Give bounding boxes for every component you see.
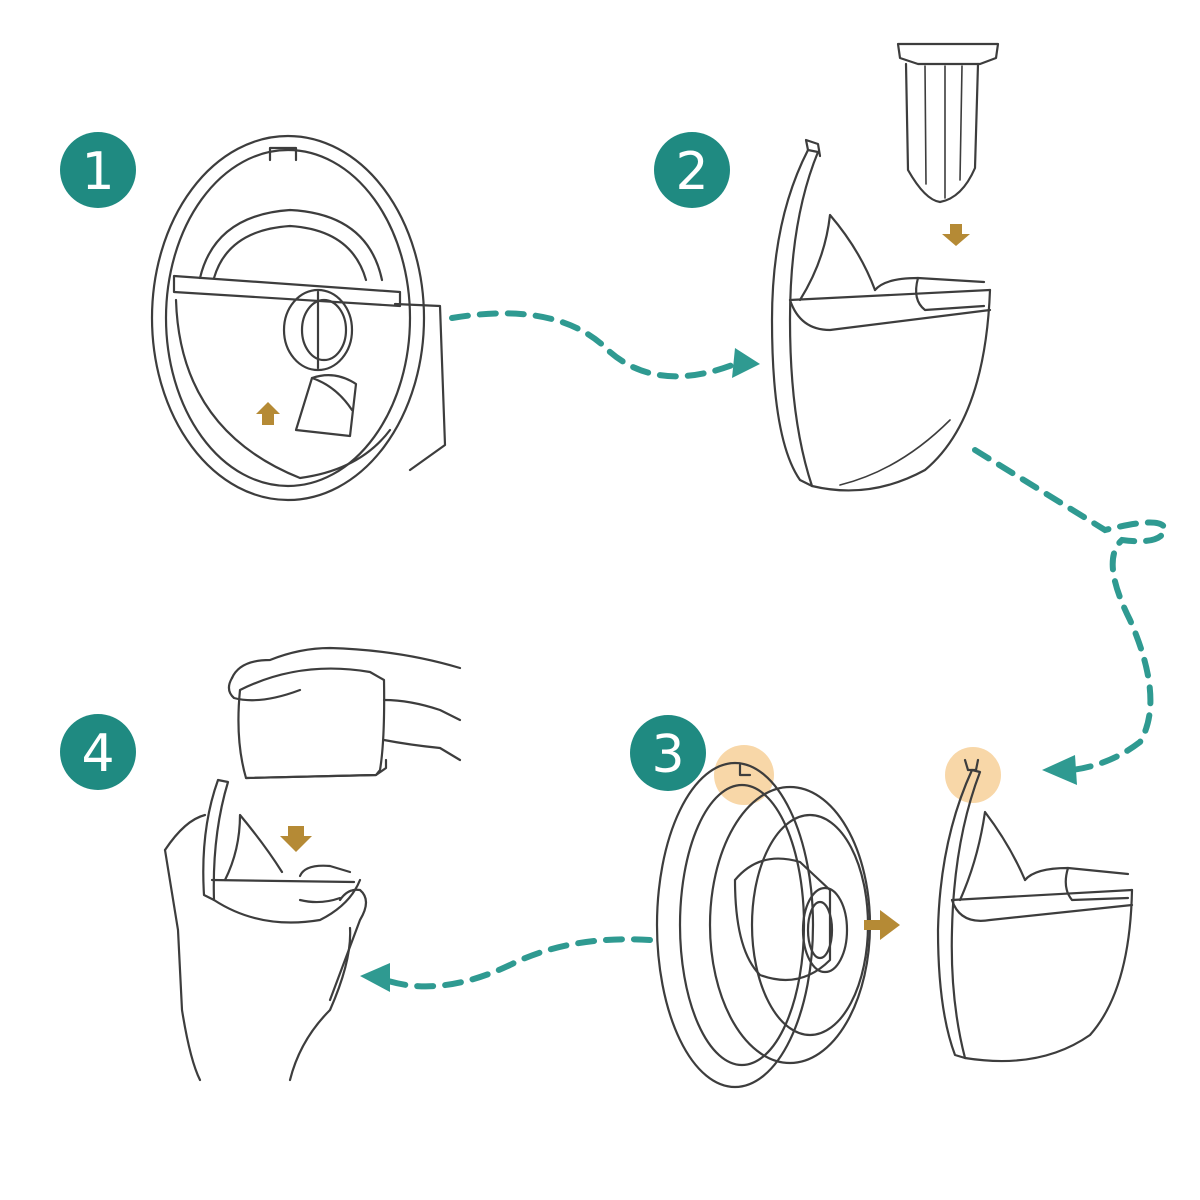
- step-3-illustration: [655, 745, 1134, 1089]
- step-3-badge: 3: [630, 715, 706, 791]
- step-2-badge-circle: [654, 132, 730, 208]
- step-2-action-arrow: [942, 224, 970, 246]
- step-4-action-arrow: [280, 826, 312, 852]
- duckbill-valve: [896, 42, 1000, 204]
- flow-arrow-1-to-2: [449, 310, 760, 380]
- step-2-illustration: [770, 42, 1000, 492]
- step-4-badge-circle: [60, 714, 136, 790]
- breast-flange: [655, 761, 872, 1089]
- step-2-badge: 2: [654, 132, 730, 208]
- step-1-illustration: [150, 134, 447, 502]
- shield-in-hand: [163, 778, 368, 1082]
- step-4-number: 4: [81, 724, 114, 784]
- step-4-illustration: [163, 646, 462, 1082]
- step-3-action-arrow: [864, 910, 900, 940]
- flow-arrow-3-to-4: [360, 936, 653, 992]
- step-1-number: 1: [81, 142, 114, 202]
- breast-shield-side: [936, 758, 1134, 1063]
- flow-arrow-2-to-3: [972, 447, 1169, 785]
- step-1-badge: 1: [60, 132, 136, 208]
- step-3-number: 3: [651, 725, 684, 785]
- step-3-badge-circle: [630, 715, 706, 791]
- step-2-number: 2: [675, 142, 708, 202]
- step-1-action-arrow: [256, 402, 280, 425]
- step-1-badge-circle: [60, 132, 136, 208]
- pump-body-in-hand: [227, 646, 462, 780]
- shield-attachment-highlight: [945, 747, 1001, 803]
- step-4-badge: 4: [60, 714, 136, 790]
